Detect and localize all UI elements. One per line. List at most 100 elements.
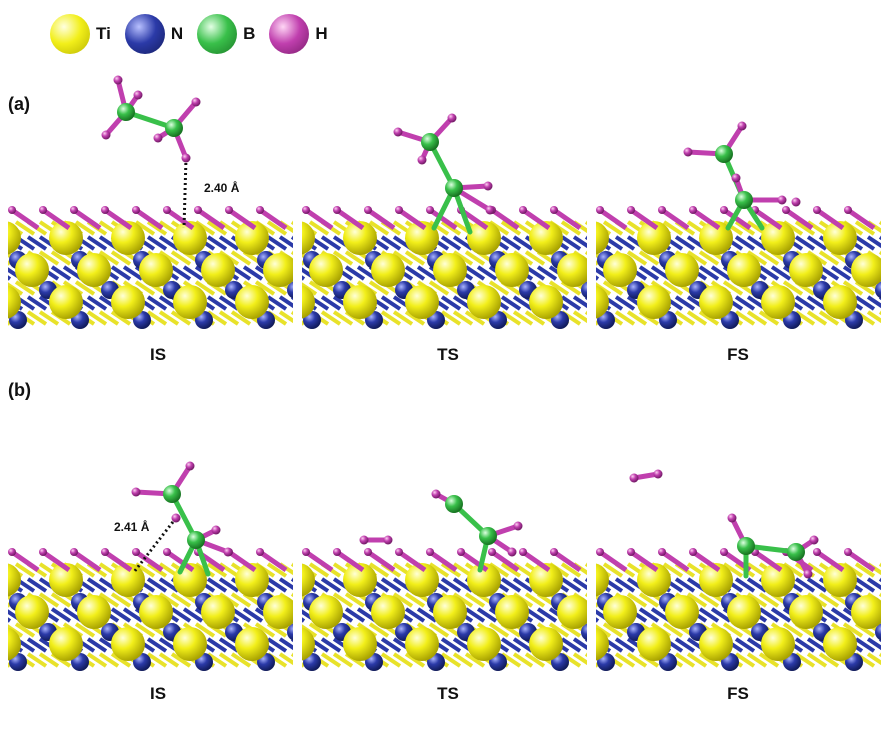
lattice-bond: [218, 235, 240, 251]
ti-atom: [529, 285, 563, 319]
lattice-bond: [830, 265, 852, 281]
lattice-bond: [320, 577, 342, 593]
lattice-bond: [614, 235, 636, 251]
lattice-bond: [380, 235, 402, 251]
lattice-bond: [614, 310, 636, 326]
lattice-bond: [572, 637, 587, 651]
ti-atom: [761, 221, 795, 255]
lattice-bond: [548, 280, 570, 296]
ti-atom: [467, 221, 501, 255]
lattice-bond: [512, 577, 534, 593]
lattice-bond: [320, 310, 342, 326]
h-atom: [777, 195, 787, 205]
ti-atom-icon: [50, 14, 90, 54]
lattice-bond: [218, 652, 240, 668]
lattice-bond: [602, 622, 624, 638]
surface-h-bond: [521, 207, 551, 231]
lattice-bond: [674, 295, 696, 311]
h-atom: [737, 121, 747, 131]
lattice-bond: [758, 250, 780, 266]
ti-atom: [529, 221, 563, 255]
ti-atom: [699, 627, 733, 661]
lattice-bond: [206, 310, 228, 326]
element-legend: Ti N B H: [50, 14, 342, 54]
h-atom: [383, 535, 393, 545]
lattice-bond: [74, 622, 96, 638]
lattice-bond: [734, 652, 756, 668]
ti-atom: [823, 563, 857, 597]
scene-a-ts: [302, 60, 587, 390]
lattice-bond: [440, 220, 462, 236]
lattice-bond: [50, 250, 72, 266]
h-atom: [181, 153, 191, 163]
ti-atom: [495, 253, 529, 287]
lattice-bond: [98, 592, 120, 608]
lattice-bond: [806, 637, 828, 653]
state-label-b-ts: TS: [437, 684, 459, 703]
b-atom: [735, 191, 753, 209]
lattice-bond: [170, 652, 192, 668]
lattice-bond: [806, 652, 828, 668]
b-atom: [445, 495, 463, 513]
ti-atom: [557, 253, 587, 287]
surface-h-atom: [39, 206, 47, 214]
lattice-bond: [818, 652, 840, 668]
distance-line: [182, 157, 188, 229]
lattice-bond: [206, 577, 228, 593]
lattice-bond: [416, 607, 438, 623]
surface-h-atom: [302, 548, 310, 556]
lattice-bond: [218, 577, 240, 593]
lattice-bond: [512, 235, 534, 251]
ti-atom: [405, 285, 439, 319]
lattice-bond: [404, 265, 426, 281]
lattice-bond: [218, 562, 240, 578]
distance-line: [132, 517, 178, 573]
lattice-bond: [734, 235, 756, 251]
lattice-bond: [464, 310, 486, 326]
lattice-bond: [428, 280, 450, 296]
b-atom: [165, 119, 183, 137]
lattice-bond: [368, 562, 390, 578]
lattice-bond: [230, 652, 252, 668]
surface-h-atom: [364, 206, 372, 214]
lattice-bond: [722, 622, 744, 638]
ti-atom: [467, 627, 501, 661]
lattice-bond: [440, 652, 462, 668]
lattice-bond: [488, 622, 510, 638]
lattice-bond: [266, 220, 288, 236]
surface-h-bond: [41, 207, 71, 231]
lattice-bond: [854, 577, 876, 593]
surface-h-atom: [101, 548, 109, 556]
lattice-bond: [854, 295, 876, 311]
lattice-bond: [572, 295, 587, 309]
surface-h-bond: [753, 549, 783, 573]
lattice-bond: [758, 652, 780, 668]
ti-atom: [405, 221, 439, 255]
lattice-bond: [230, 250, 252, 266]
lattice-bond: [110, 607, 132, 623]
ti-atom: [371, 253, 405, 287]
lattice-bond: [674, 577, 696, 593]
lattice-bond: [266, 235, 288, 251]
lattice-bond: [854, 637, 876, 653]
lattice-bond: [230, 310, 252, 326]
lattice-bond: [146, 652, 168, 668]
surface-h-atom: [302, 206, 310, 214]
lattice-bond: [686, 592, 708, 608]
h-atom: [731, 173, 741, 183]
lattice-bond: [392, 592, 414, 608]
lattice-bond: [146, 637, 168, 653]
ti-atom: [529, 563, 563, 597]
lattice-bond: [806, 562, 828, 578]
surface-h-bond: [428, 549, 458, 573]
legend-item-b: B: [197, 14, 255, 54]
surface-h-bond: [629, 549, 659, 573]
lattice-bond: [464, 652, 486, 668]
lattice-bond: [26, 652, 48, 668]
lattice-bond: [560, 220, 582, 236]
lattice-bond: [572, 577, 587, 591]
lattice-bond: [74, 220, 96, 236]
h-atom: [393, 127, 403, 137]
lattice-bond: [308, 562, 330, 578]
state-label-a-ts: TS: [437, 345, 459, 364]
